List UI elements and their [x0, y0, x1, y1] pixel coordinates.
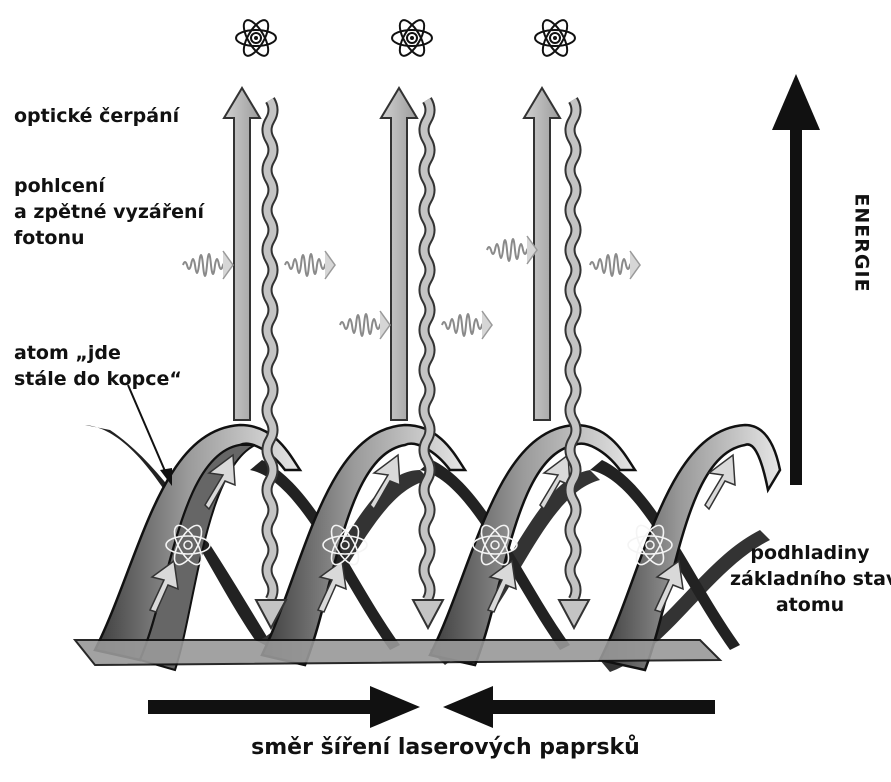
atom-icon [236, 17, 575, 60]
energy-arrow [772, 74, 820, 485]
laser-direction-arrows [148, 686, 715, 728]
optical-pumping-label: optické čerpání [14, 103, 179, 129]
absorption-label: pohlcení a zpětné vyzáření fotonu [14, 173, 204, 251]
sublevels-label: podhladiny základního stavu atomu [730, 540, 890, 618]
laser-direction-label: směr šíření laserových paprsků [0, 735, 891, 761]
atom-uphill-label: atom „jde stále do kopce“ [14, 340, 182, 392]
energy-label: ENERGIE [851, 193, 873, 292]
atom-pointer-line [128, 385, 172, 486]
